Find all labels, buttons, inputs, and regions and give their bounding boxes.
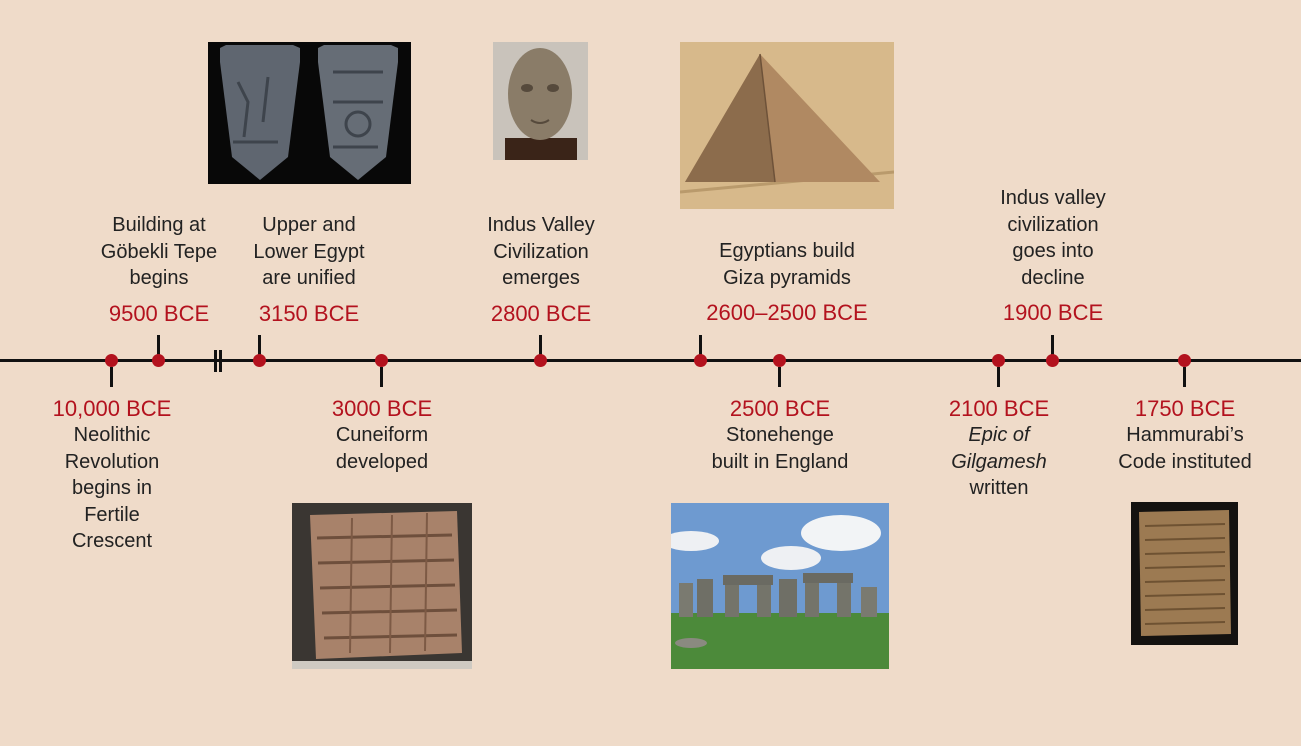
event-tick [778,367,781,387]
indus-head-sculpture-image [493,42,588,160]
event-date: 1750 BCE [1134,396,1236,421]
event-dot [694,354,707,367]
event-tick [380,367,383,387]
event-label: Indus Valley Civilization emerges 2800 B… [441,212,641,327]
event-tick [110,367,113,387]
event-dot [1046,354,1059,367]
hammurabi-tablet-image [1131,502,1238,645]
event-label: Upper and Lower Egypt are unified 3150 B… [209,212,409,327]
event-label: 10,000 BCE Neolithic Revolution begins i… [12,396,212,555]
stonehenge-image [671,503,889,669]
event-label: 1750 BCE Hammurabi’s Code instituted [1085,396,1285,475]
cuneiform-tablet-image [292,503,472,669]
axis-break-mark [214,350,217,372]
event-tick [1183,367,1186,387]
event-dot [105,354,118,367]
event-description: Indus valley civilization goes into decl… [1000,187,1106,289]
event-date: 9500 BCE [108,300,210,326]
event-date: 2100 BCE [948,396,1050,421]
axis-break-mark [219,350,222,372]
timeline-axis [0,359,1301,362]
event-date: 10,000 BCE [52,396,172,421]
event-label: 2100 BCE Epic of Gilgamesh written [899,396,1099,502]
event-dot [253,354,266,367]
event-description: Egyptians build Giza pyramids [719,240,855,289]
event-date: 2500 BCE [729,396,831,421]
event-date: 3150 BCE [258,300,360,326]
event-tick [157,335,160,355]
narmer-palette-image [208,42,411,184]
event-date: 2800 BCE [490,300,592,326]
event-label: Building at Göbekli Tepe begins 9500 BCE [59,212,259,327]
event-tick [699,335,702,355]
event-label: Egyptians build Giza pyramids 2600–2500 … [657,238,917,326]
event-description: Stonehenge built in England [711,424,849,473]
giza-pyramid-image [680,42,894,209]
event-tick [997,367,1000,387]
event-tick [539,335,542,355]
event-label: Indus valley civilization goes into decl… [953,185,1153,326]
event-description: Epic of Gilgamesh written [951,424,1047,499]
event-description: Neolithic Revolution begins in Fertile C… [64,424,160,552]
event-description: Hammurabi’s Code instituted [1118,424,1252,473]
event-dot [152,354,165,367]
event-description: Building at Göbekli Tepe begins [100,214,218,289]
event-description: Cuneiform developed [335,424,429,473]
event-date: 3000 BCE [331,396,433,421]
event-label: 2500 BCE Stonehenge built in England [680,396,880,475]
event-description: Indus Valley Civilization emerges [487,214,595,289]
event-dot [534,354,547,367]
event-dot [375,354,388,367]
event-description: Upper and Lower Egypt are unified [253,214,365,289]
event-date: 1900 BCE [1002,300,1104,325]
event-label: 3000 BCE Cuneiform developed [282,396,482,475]
event-tick [1051,335,1054,355]
event-dot [992,354,1005,367]
event-dot [1178,354,1191,367]
event-dot [773,354,786,367]
event-tick [258,335,261,355]
event-date: 2600–2500 BCE [706,300,868,325]
